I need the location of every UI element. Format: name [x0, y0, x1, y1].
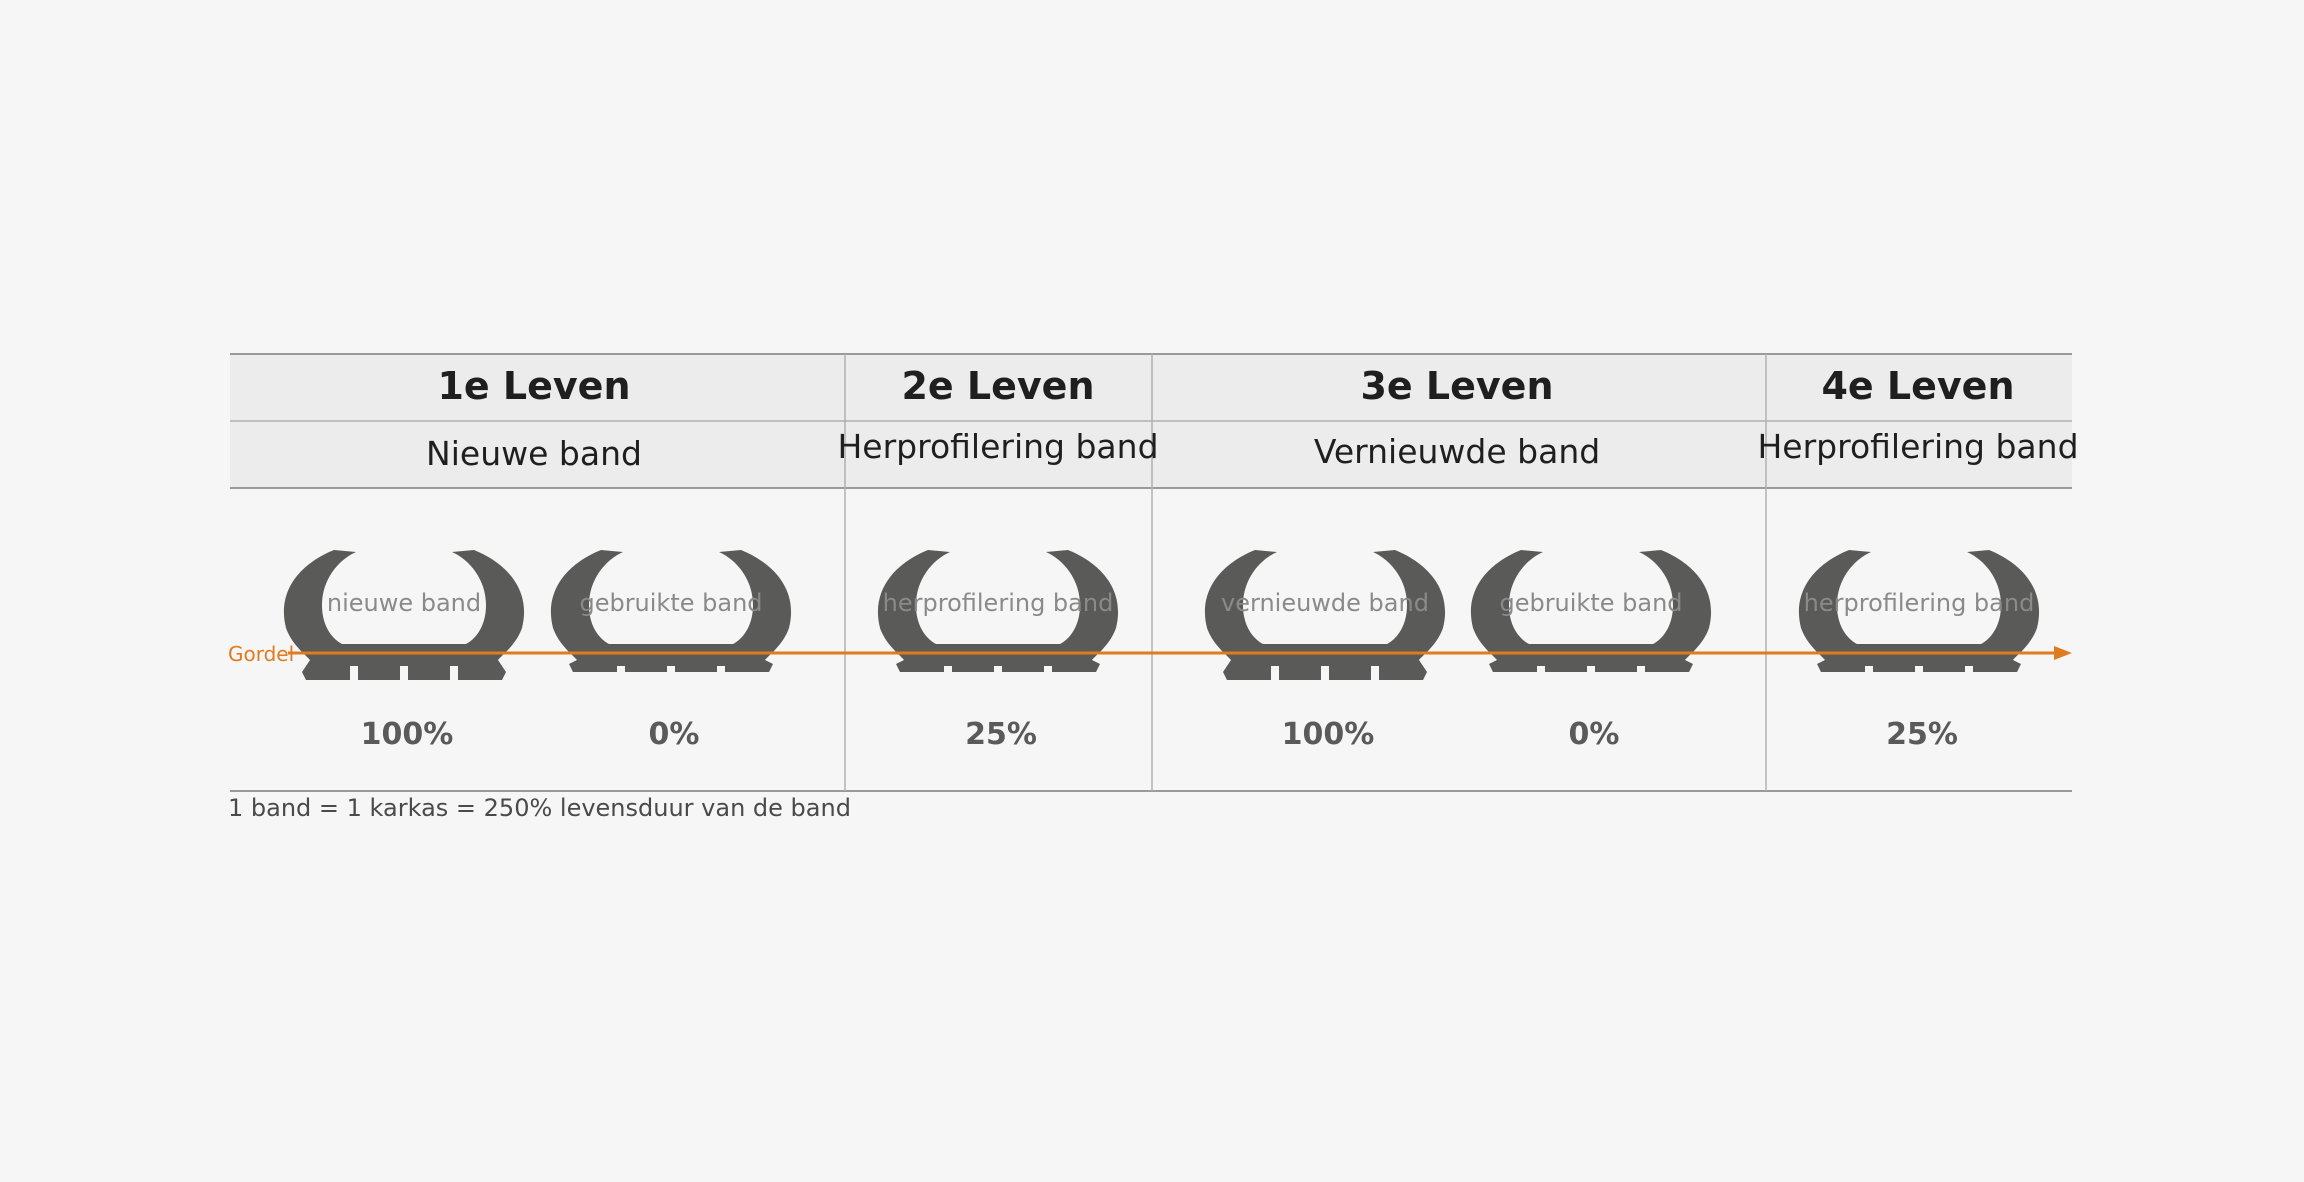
tire-body: [1470, 550, 1712, 672]
tread-groove: [617, 666, 625, 672]
tire-label: herprofilering band: [883, 589, 1114, 617]
tread-groove: [1965, 666, 1973, 672]
footnote: 1 band = 1 karkas = 250% levensduur van …: [228, 794, 851, 822]
tire-percentage: 0%: [1569, 717, 1620, 752]
tire-percentage: 25%: [965, 717, 1037, 752]
tread-groove: [944, 666, 952, 672]
life-title-1: 1e Leven: [437, 364, 630, 408]
tire-body: [877, 550, 1119, 672]
tires-layer: nieuwe band gebruikte band herprofilering …: [283, 550, 2040, 680]
life-title-4: 4e Leven: [1821, 364, 2014, 408]
band-type-4: Herprofilering band: [1757, 427, 2078, 466]
tire-percentage: 100%: [1282, 717, 1375, 752]
tire-label: vernieuwde band: [1221, 589, 1429, 617]
tread-groove: [1371, 666, 1379, 680]
band-type-1: Nieuwe band: [426, 434, 642, 473]
tire-percentage: 0%: [649, 717, 700, 752]
tread-groove: [1915, 666, 1923, 672]
tire-label: herprofilering band: [1804, 589, 2035, 617]
tread-groove: [717, 666, 725, 672]
tread-groove: [1865, 666, 1873, 672]
tire-5: gebruikte band: [1470, 550, 1712, 672]
tire-6: herprofilering band: [1798, 550, 2040, 672]
tire-3: herprofilering band: [877, 550, 1119, 672]
life-title-2: 2e Leven: [901, 364, 1094, 408]
tread-groove: [400, 666, 408, 680]
tread-groove: [1537, 666, 1545, 672]
tread-groove: [1321, 666, 1329, 680]
tire-1: nieuwe band: [283, 550, 525, 680]
tire-label: gebruikte band: [579, 589, 762, 617]
belt-arrow-head: [2054, 646, 2072, 660]
header-type-row: [230, 421, 2072, 488]
tread-groove: [667, 666, 675, 672]
percentage-layer: 100% 0% 25% 100% 0% 25%: [361, 717, 1958, 752]
tread-groove: [450, 666, 458, 680]
life-title-3: 3e Leven: [1360, 364, 1553, 408]
tire-body: [550, 550, 792, 672]
tire-label: gebruikte band: [1499, 589, 1682, 617]
tire-2: gebruikte band: [550, 550, 792, 672]
tire-percentage: 25%: [1886, 717, 1958, 752]
tread-groove: [350, 666, 358, 680]
band-type-3: Vernieuwde band: [1314, 432, 1600, 471]
tread-groove: [1587, 666, 1595, 672]
tire-body: [283, 550, 525, 680]
tread-groove: [994, 666, 1002, 672]
belt-label: Gordel: [228, 642, 294, 666]
band-type-2: Herprofilering band: [837, 427, 1158, 466]
tire-label: nieuwe band: [327, 589, 481, 617]
tread-groove: [1271, 666, 1279, 680]
tire-body: [1798, 550, 2040, 672]
tire-4: vernieuwde band: [1204, 550, 1446, 680]
header-title-row: [230, 354, 2072, 421]
tread-groove: [1637, 666, 1645, 672]
tire-percentage: 100%: [361, 717, 454, 752]
tire-body: [1204, 550, 1446, 680]
tread-groove: [1044, 666, 1052, 672]
